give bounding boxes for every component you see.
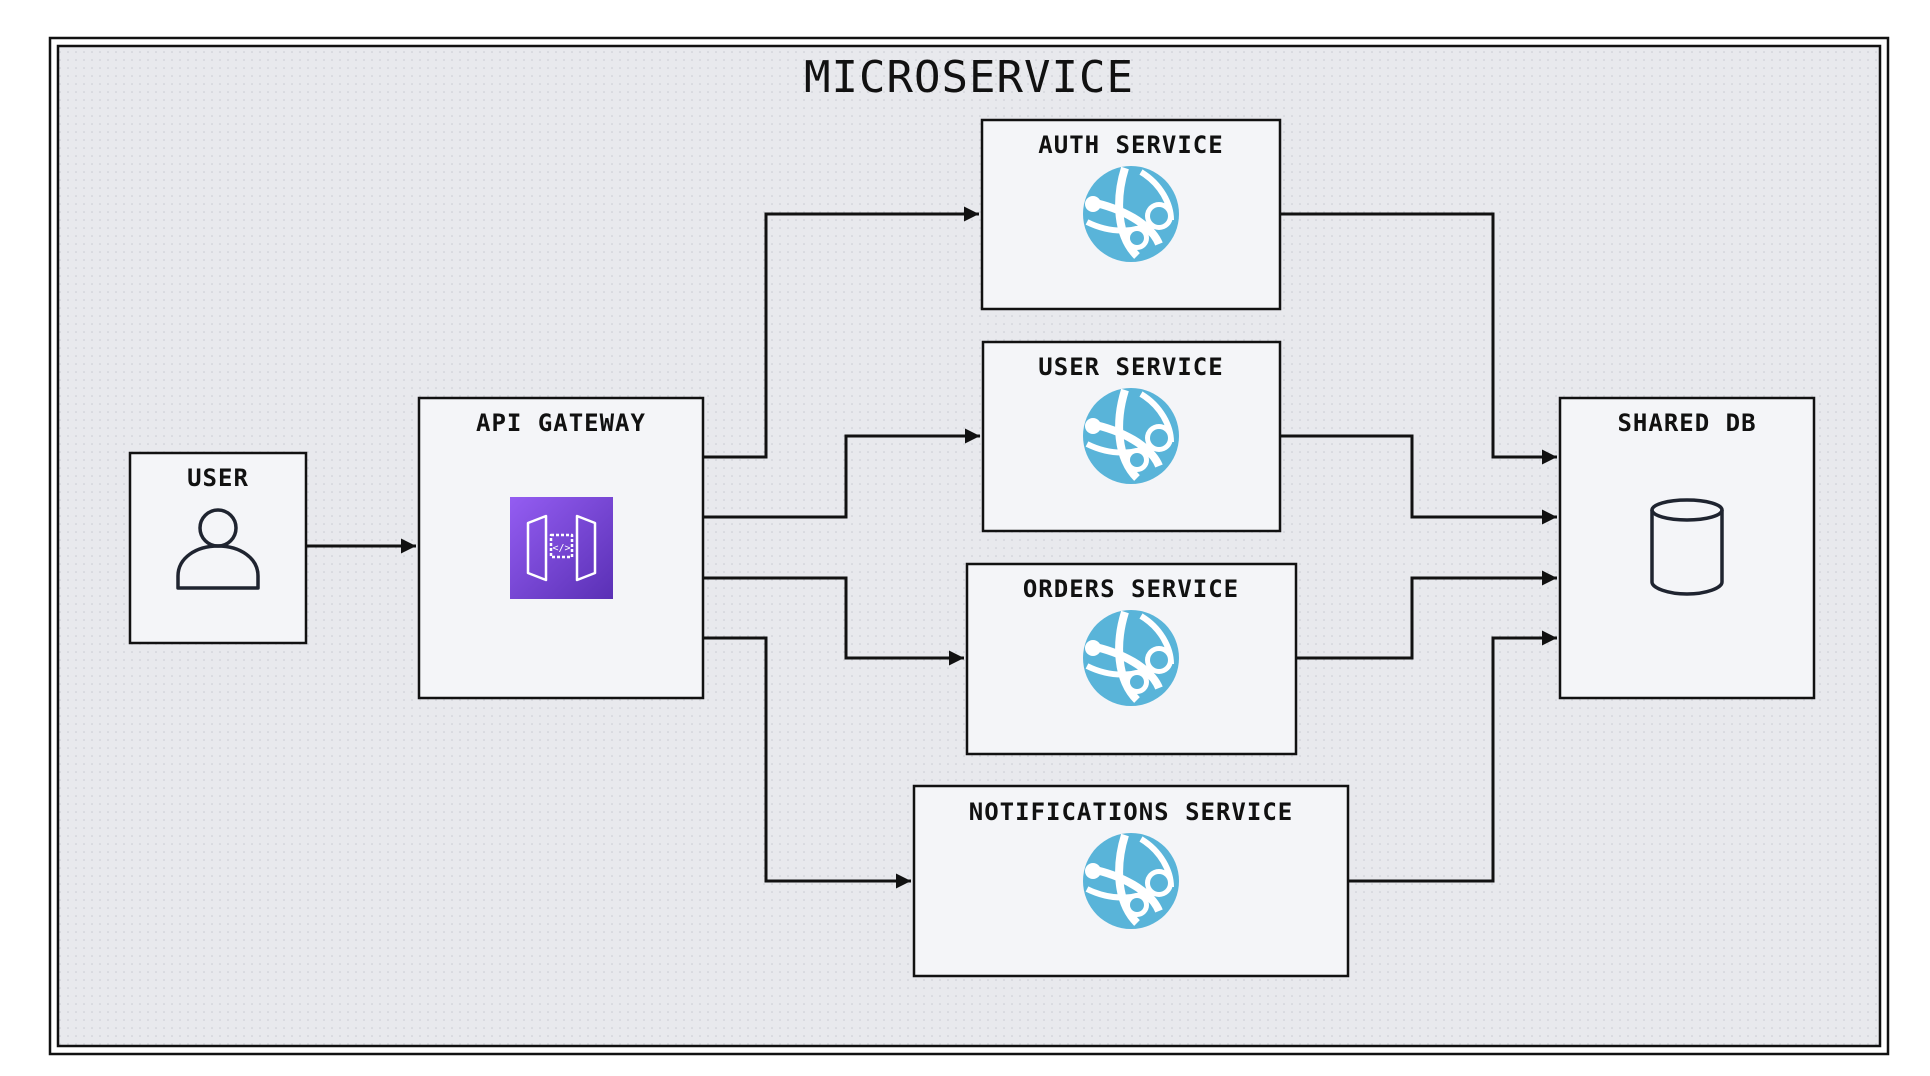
node-user: USER bbox=[128, 451, 308, 645]
container-outer-border bbox=[48, 36, 1890, 1056]
node-api-gateway-label: API GATEWAY bbox=[476, 409, 646, 437]
edge-gateway-to-notifications bbox=[703, 636, 911, 889]
diagram-title: MICROSERVICE bbox=[804, 52, 1134, 103]
edge-auth-to-db bbox=[1280, 212, 1557, 465]
node-orders-service: ORDERS SERVICE bbox=[965, 562, 1298, 756]
edge-notifications-to-db bbox=[1348, 630, 1557, 883]
gateway-code-glyph: </> bbox=[552, 543, 570, 554]
edge-user-service-to-db bbox=[1280, 434, 1557, 525]
node-user-service: USER SERVICE bbox=[981, 340, 1282, 533]
edge-orders-to-db bbox=[1296, 570, 1557, 660]
node-api-gateway: API GATEWAY </> bbox=[417, 396, 705, 700]
node-orders-service-label: ORDERS SERVICE bbox=[1023, 575, 1239, 603]
node-shared-db: SHARED DB bbox=[1558, 396, 1816, 700]
node-auth-service: AUTH SERVICE bbox=[980, 118, 1282, 311]
user-icon bbox=[176, 508, 260, 590]
web-app-icon bbox=[1083, 833, 1179, 929]
edge-gateway-to-orders bbox=[703, 576, 964, 666]
node-user-box bbox=[128, 451, 308, 645]
edge-gateway-to-auth bbox=[703, 206, 979, 459]
edges bbox=[306, 206, 1557, 889]
web-app-icon bbox=[1083, 166, 1179, 262]
web-app-icon bbox=[1083, 610, 1179, 706]
node-auth-service-label: AUTH SERVICE bbox=[1038, 131, 1223, 159]
api-gateway-icon: </> bbox=[510, 497, 613, 599]
node-user-label: USER bbox=[187, 464, 249, 492]
node-shared-db-box bbox=[1558, 396, 1816, 700]
node-shared-db-label: SHARED DB bbox=[1617, 409, 1756, 437]
edge-gateway-to-user-service bbox=[703, 428, 980, 519]
database-icon bbox=[1650, 498, 1724, 596]
node-notifications-service: NOTIFICATIONS SERVICE bbox=[912, 784, 1350, 978]
web-app-icon bbox=[1083, 388, 1179, 484]
node-user-service-label: USER SERVICE bbox=[1038, 353, 1223, 381]
node-notifications-service-box bbox=[912, 784, 1350, 978]
node-notifications-service-label: NOTIFICATIONS SERVICE bbox=[969, 798, 1293, 826]
